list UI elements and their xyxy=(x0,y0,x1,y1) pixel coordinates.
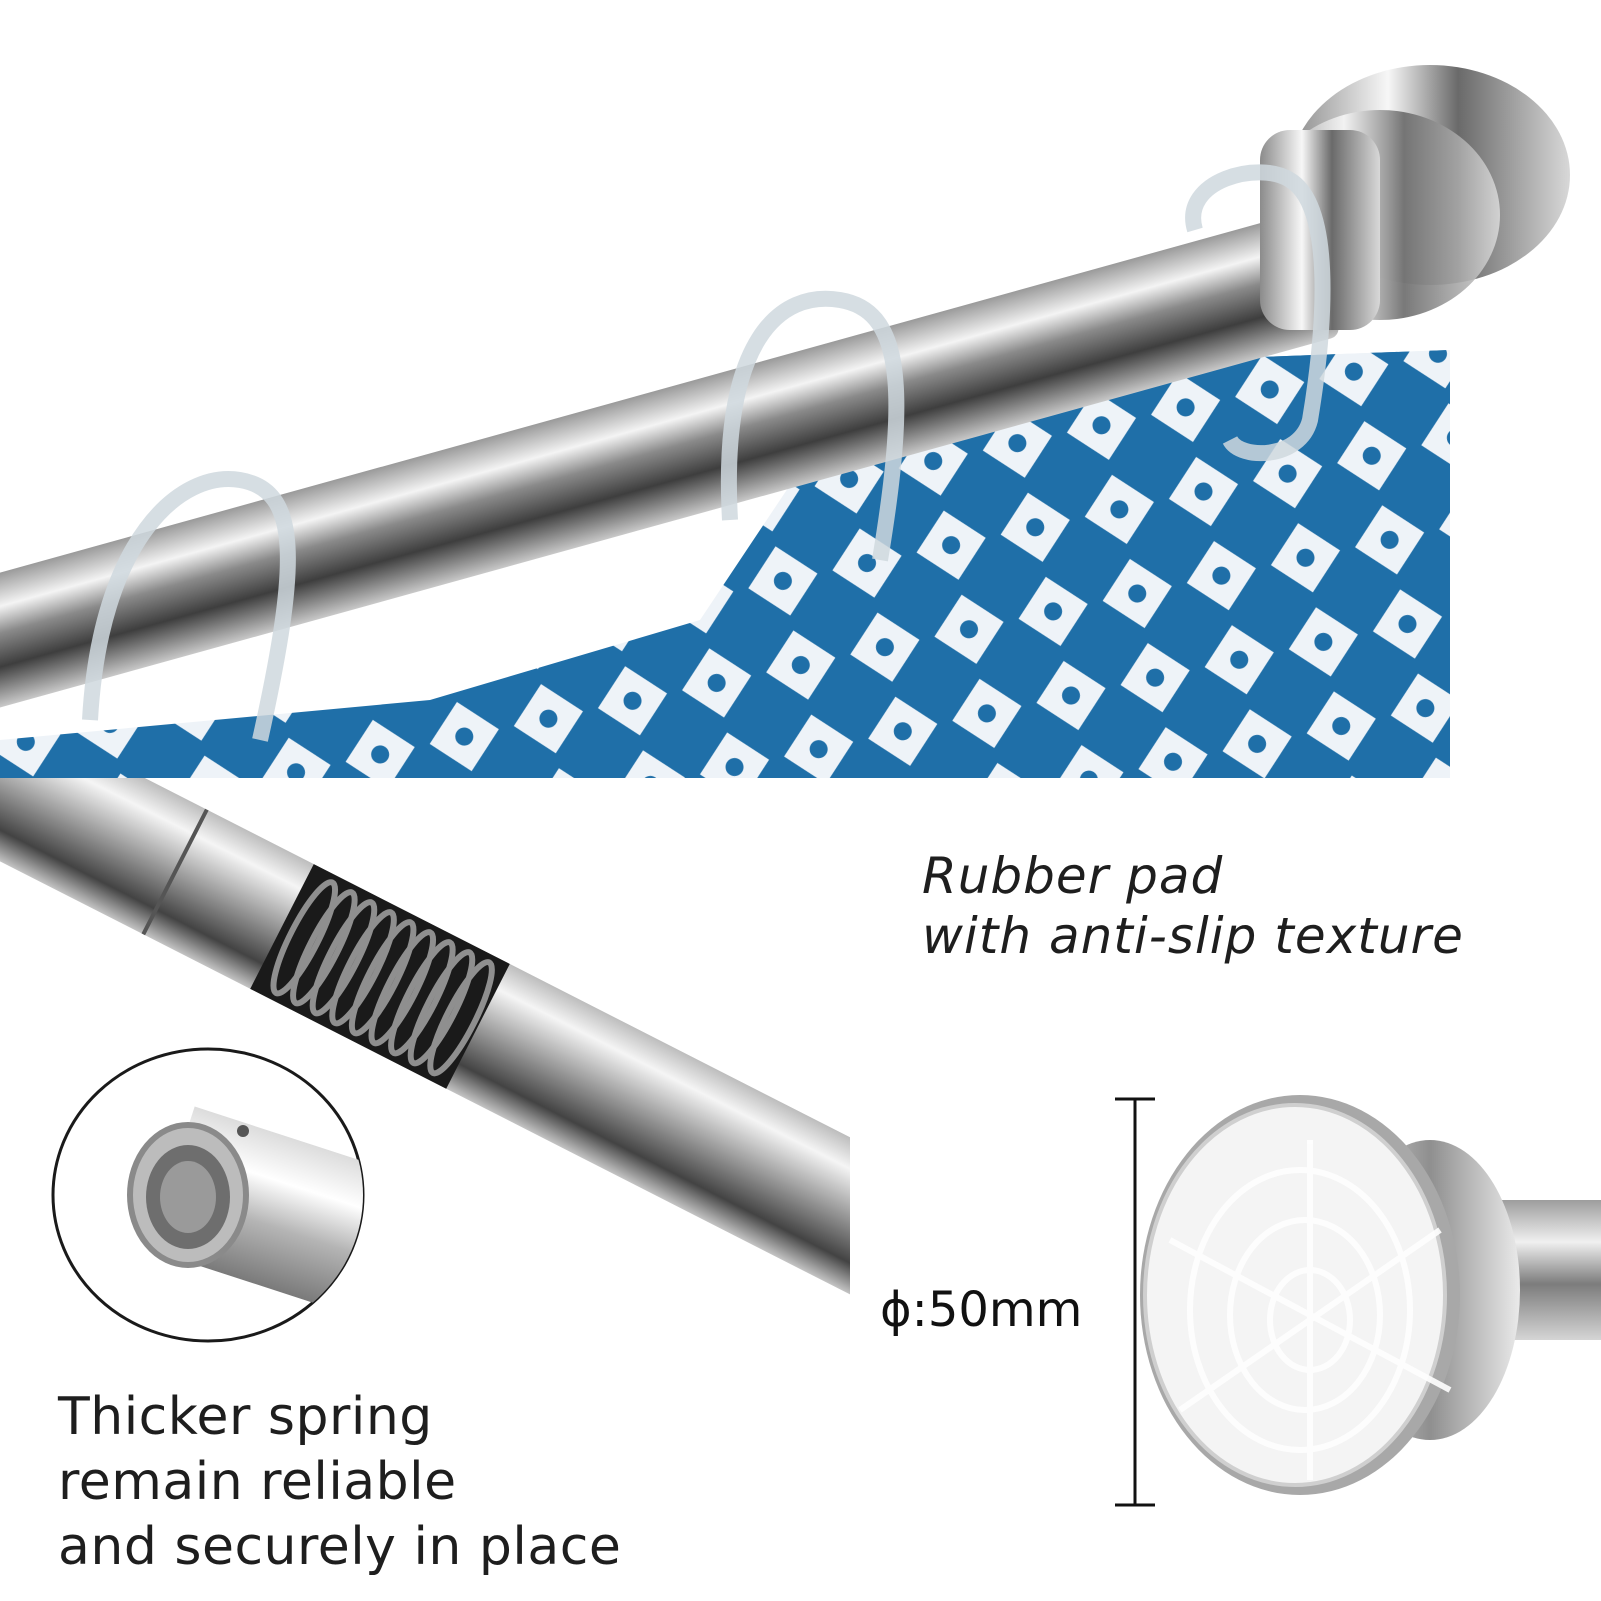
caption-line: Thicker spring xyxy=(58,1387,433,1447)
threaded-rod-end-icon xyxy=(51,1047,365,1343)
caption-line: with anti-slip texture xyxy=(922,907,1464,965)
diameter-symbol: ϕ xyxy=(880,1282,912,1338)
curtain-rod-scene xyxy=(0,0,1601,778)
caption-line: and securely in place xyxy=(58,1517,622,1577)
diameter-value: :50mm xyxy=(911,1282,1083,1338)
curtain-ring-icon xyxy=(82,164,1331,742)
spring-rod-scene xyxy=(0,778,850,1338)
chrome-rod-icon xyxy=(0,65,1570,778)
rubber-pad-caption: Rubber pad with anti-slip texture xyxy=(922,846,1464,966)
rubber-pad-icon xyxy=(1140,1095,1601,1495)
rubber-pad-scene xyxy=(1100,1080,1601,1540)
rod-end-inset xyxy=(48,1045,370,1345)
caption-line: remain reliable xyxy=(58,1452,457,1512)
dimension-line xyxy=(1110,1097,1160,1507)
spring-icon xyxy=(0,778,850,1316)
caption-line: Rubber pad xyxy=(922,847,1224,905)
spring-caption: Thicker spring remain reliable and secur… xyxy=(58,1385,621,1580)
diameter-label: ϕ:50mm xyxy=(880,1280,1082,1340)
